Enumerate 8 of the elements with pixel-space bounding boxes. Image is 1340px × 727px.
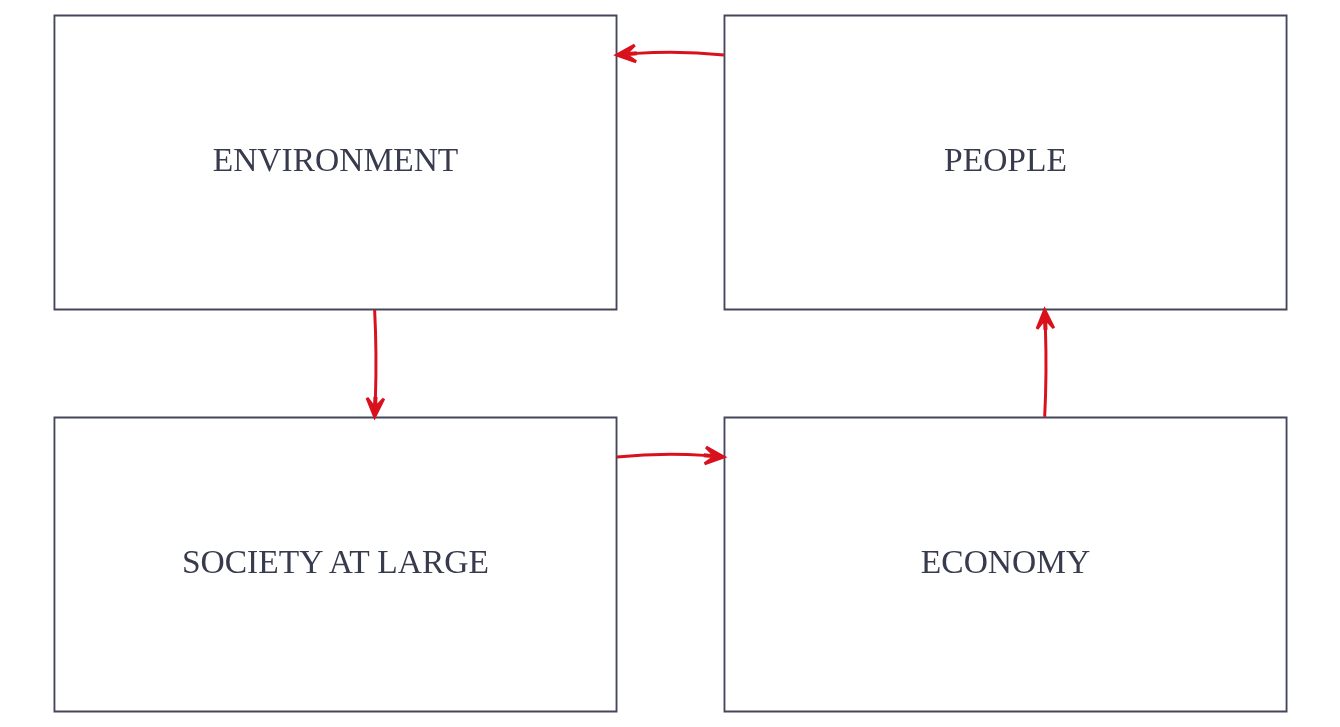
- arrow: [1035, 308, 1055, 417]
- node-box: ECONOMY: [723, 416, 1287, 713]
- node-box: PEOPLE: [723, 14, 1287, 311]
- arrow: [614, 43, 724, 64]
- arrow: [616, 445, 725, 466]
- node-box: ENVIRONMENT: [53, 14, 617, 311]
- arrow: [365, 309, 385, 419]
- node-box: SOCIETY AT LARGE: [53, 416, 617, 713]
